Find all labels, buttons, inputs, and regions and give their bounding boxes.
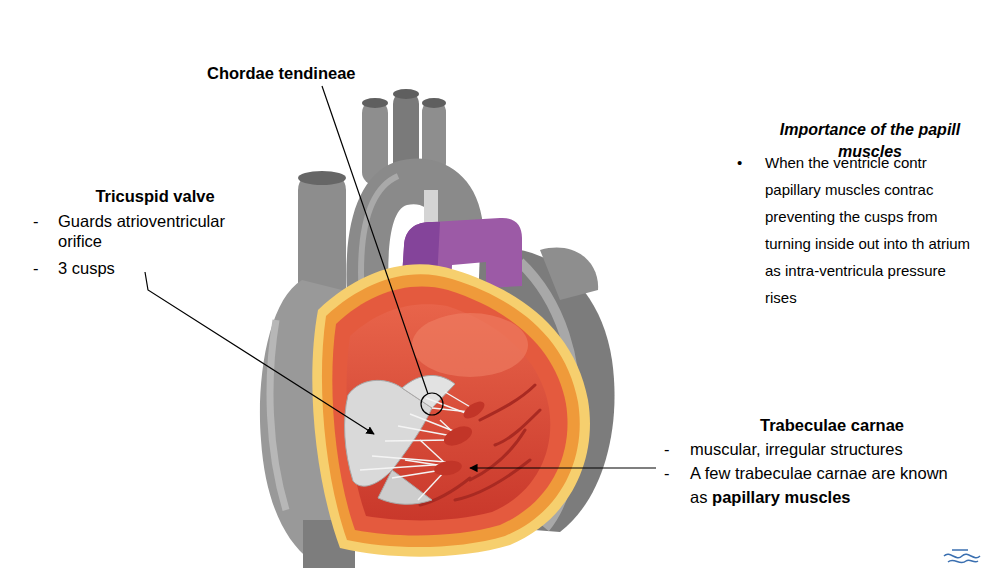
chorda-tendinea <box>432 408 470 412</box>
watermark-stroke <box>948 560 978 562</box>
part-label: Chordae tendineae <box>207 63 356 83</box>
list-dash: - <box>33 211 39 231</box>
bullet: • <box>737 149 742 176</box>
leader-line <box>145 272 374 434</box>
vessel-opening <box>393 89 419 99</box>
note-text: muscular, irregular structures <box>690 439 903 459</box>
chorda-tendinea <box>418 472 444 500</box>
note-text: When the ventricle contr papillary muscl… <box>765 149 980 311</box>
leader-line <box>322 86 428 394</box>
trabecula <box>495 410 540 445</box>
note-text: Guards atrioventricular orifice <box>58 211 263 251</box>
leader-line <box>470 467 656 468</box>
papillary-muscle <box>433 459 463 478</box>
epicardial-fat <box>312 264 590 556</box>
term: papillary muscles <box>712 488 851 506</box>
watermark-stroke <box>944 554 980 557</box>
outflow-tract <box>412 313 528 377</box>
chorda-tendinea <box>385 440 450 441</box>
leader-lines <box>145 86 656 468</box>
left-auricle <box>540 248 598 300</box>
chordae-group <box>360 392 472 500</box>
vessel-opening <box>298 171 346 185</box>
chorda-tendinea <box>426 398 468 414</box>
trabeculae <box>420 385 540 505</box>
atrium-highlight <box>270 320 286 510</box>
chorda-tendinea <box>445 392 472 408</box>
valve-cusp <box>402 375 455 408</box>
valve-cusp <box>378 470 432 504</box>
papillary-muscle <box>441 422 475 449</box>
note-text: 3 cusps <box>58 258 115 278</box>
vessel-opening <box>422 98 446 108</box>
trabecula <box>470 430 525 480</box>
watermark-stroke <box>952 549 968 551</box>
text-group: A few trabeculae carnae are known aspapi… <box>690 461 985 509</box>
ventricle-wall <box>332 287 567 536</box>
highlight-circle <box>421 393 443 415</box>
list-dash: - <box>664 439 670 459</box>
part-label: Tricuspid valve <box>95 186 214 206</box>
watermark-icon <box>944 550 980 563</box>
vessel-opening <box>362 98 388 108</box>
part-label: Trabeculae carnae <box>760 415 904 435</box>
trabecula <box>480 385 535 420</box>
list-dash: - <box>664 461 670 485</box>
myocardium-edge <box>322 274 580 547</box>
chorda-tendinea <box>420 440 446 464</box>
list-dash: - <box>33 258 39 278</box>
papillary-muscle <box>461 398 488 422</box>
